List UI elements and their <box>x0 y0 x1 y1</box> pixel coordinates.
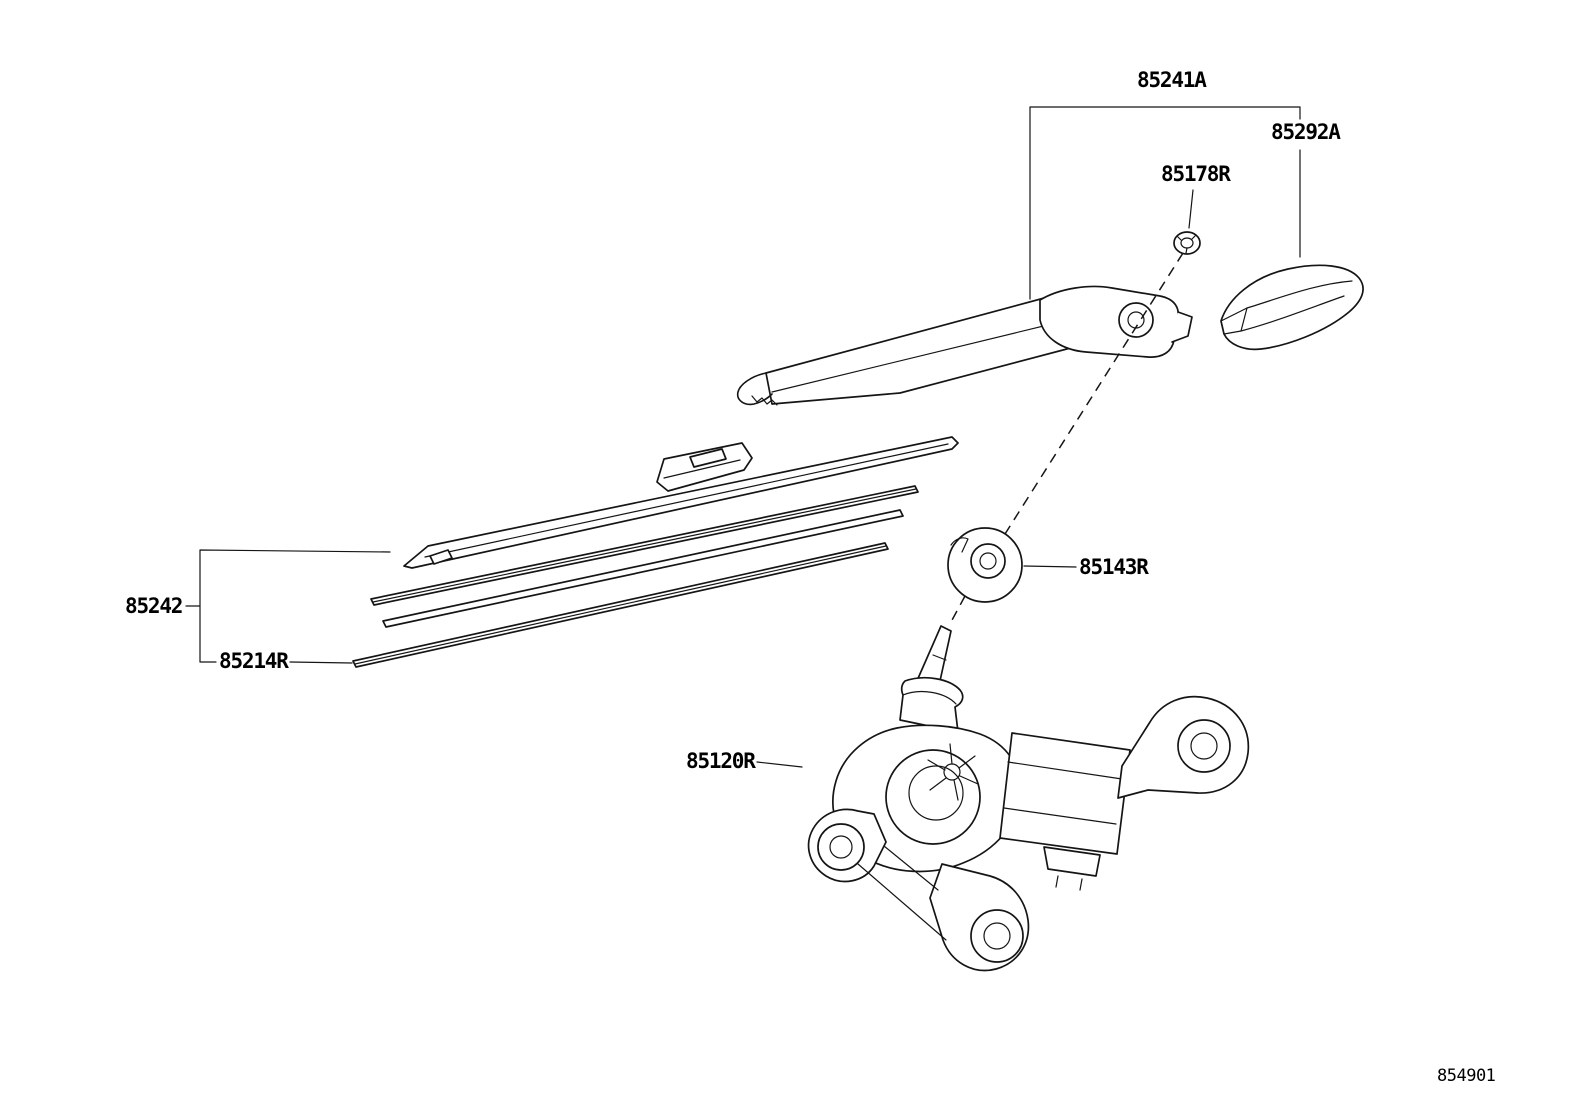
rubber-strip-1-drawing <box>370 485 919 606</box>
part-label-insert[interactable]: 85214R <box>219 649 289 673</box>
part-label-grommet[interactable]: 85143R <box>1079 555 1149 579</box>
leader-85242-85214R <box>185 549 391 664</box>
part-label-motor[interactable]: 85120R <box>686 749 756 773</box>
wiper-blade-drawing <box>403 436 959 569</box>
leader-85143R <box>1023 565 1077 568</box>
arm-cover-drawing <box>1220 264 1364 351</box>
part-label-arm[interactable]: 85241A <box>1137 68 1207 92</box>
part-label-cover[interactable]: 85292A <box>1271 120 1341 144</box>
part-label-nut[interactable]: 85178R <box>1161 162 1231 186</box>
wiper-arm-drawing <box>736 285 1193 406</box>
wiper-motor-drawing <box>807 625 1250 972</box>
rubber-strip-3-drawing <box>352 542 889 668</box>
leader-85120R <box>756 761 803 768</box>
pivot-axis-dashed-line <box>950 252 1184 623</box>
gear-detail <box>927 743 979 801</box>
rubber-strip-2-drawing <box>382 509 904 628</box>
figure-number: 854901 <box>1437 1066 1496 1086</box>
pivot-grommet-drawing <box>947 527 1023 603</box>
leader-85178R <box>1188 189 1194 229</box>
part-label-rubber[interactable]: 85242 <box>125 594 183 618</box>
leader-lines <box>185 106 1301 768</box>
leader-85241A <box>1029 106 1301 300</box>
pivot-nut-drawing <box>1173 231 1201 255</box>
